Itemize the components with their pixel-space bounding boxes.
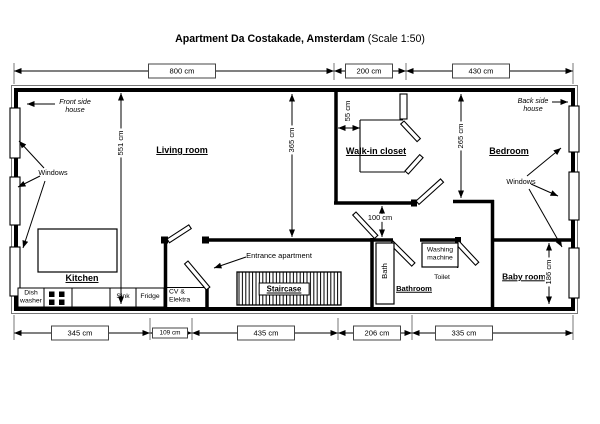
window-icon	[9, 107, 21, 159]
label-washing-machine: Washing machine	[426, 246, 454, 261]
leader-arrows	[17, 99, 568, 269]
dim-corridor-width: 100 cm	[366, 212, 394, 223]
door-icon	[166, 224, 193, 244]
door-icon	[415, 178, 445, 206]
dim-baby-room-height: 186 cm	[543, 257, 554, 287]
title-main: Apartment Da Costakade, Amsterdam	[175, 33, 365, 45]
title-scale: (Scale 1:50)	[367, 33, 425, 45]
dim-bottom-109: 109 cm	[152, 327, 188, 339]
label-toilet: Toilet	[434, 274, 450, 282]
label-sink: Sink	[116, 293, 130, 301]
page-title: Apartment Da Costakade, Amsterdam (Scale…	[0, 33, 600, 45]
dim-living-height: 551 cm	[115, 128, 126, 158]
door-icon	[183, 260, 211, 291]
label-windows-right: Windows	[506, 176, 536, 186]
label-bath: Bath	[379, 263, 389, 279]
door-icon	[454, 240, 480, 267]
stove-icon	[49, 291, 65, 305]
dim-bottom-345: 345 cm	[51, 325, 109, 341]
window-icon	[9, 246, 21, 297]
room-label-staircase: Staircase	[258, 282, 310, 296]
window-icon	[568, 247, 580, 299]
dim-bottom-435: 435 cm	[237, 325, 295, 341]
door-icon	[399, 120, 422, 143]
room-label-kitchen: Kitchen	[65, 272, 99, 283]
label-fridge: Fridge	[140, 293, 160, 301]
label-front-side-house: Front side house	[59, 98, 91, 114]
fixtures	[17, 93, 459, 308]
room-label-walk-in-closet: Walk-in closet	[345, 145, 407, 156]
label-entrance-apartment: Entrance apartment	[246, 250, 312, 260]
dim-top-200: 200 cm	[345, 63, 393, 79]
room-label-living-room: Living room	[156, 144, 208, 155]
dim-center-height: 365 cm	[286, 125, 297, 155]
dim-bedroom-height: 265 cm	[455, 121, 466, 151]
window-icon	[9, 176, 21, 226]
window-icon	[568, 105, 580, 153]
dim-closet-offset: 55 cm	[342, 98, 353, 124]
dim-bottom-335: 335 cm	[435, 325, 493, 341]
dim-top-430: 430 cm	[452, 63, 510, 79]
room-label-bedroom: Bedroom	[489, 145, 529, 156]
label-cv-elektra: CV & Elektra	[169, 288, 191, 303]
room-label-bathroom: Bathroom	[396, 283, 432, 293]
door-icon	[404, 153, 424, 175]
label-dish-washer: Dish washer	[20, 289, 42, 304]
dim-bottom-206: 206 cm	[353, 325, 401, 341]
kitchen-counter	[37, 228, 118, 273]
dim-top-800: 800 cm	[148, 63, 216, 79]
bath-tub	[375, 242, 395, 305]
label-windows-left: Windows	[38, 167, 68, 177]
doors	[166, 120, 480, 291]
window-icon	[568, 171, 580, 221]
wardrobe	[359, 93, 408, 173]
label-back-side-house: Back side house	[517, 97, 549, 113]
room-label-baby-room: Baby room	[502, 271, 546, 282]
door-icon	[351, 211, 379, 240]
windows	[9, 105, 580, 299]
washing-machine-box	[421, 242, 459, 268]
